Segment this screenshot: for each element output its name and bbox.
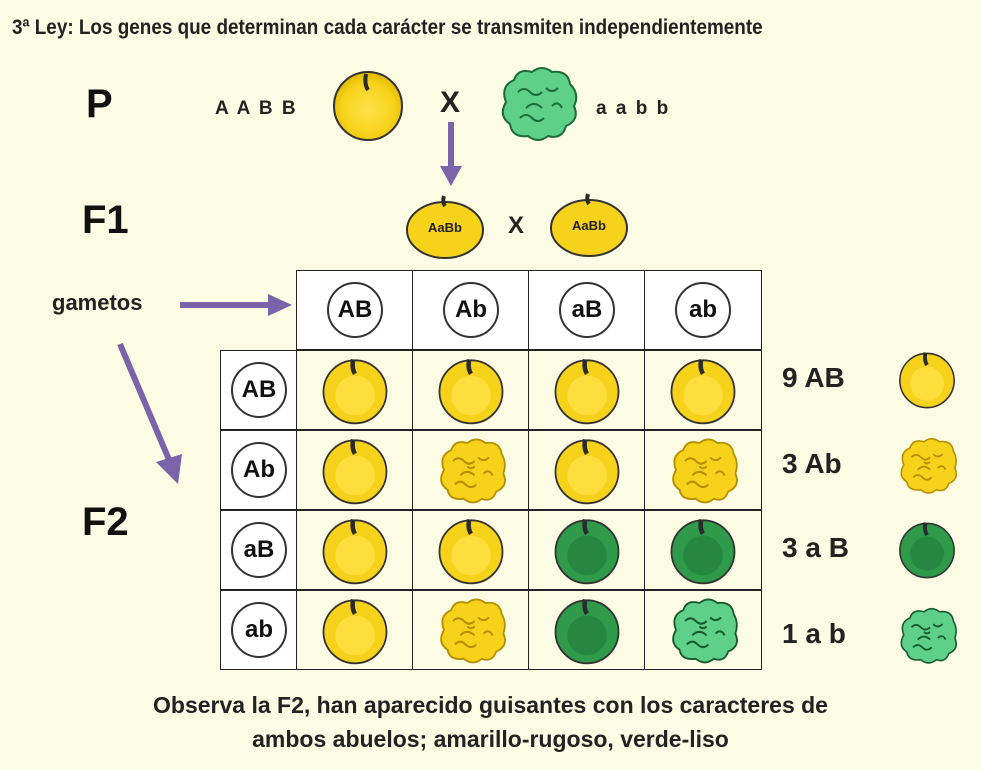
title: 3ª Ley: Los genes que determinan cada ca… bbox=[12, 16, 763, 39]
gamete-label: AB bbox=[231, 362, 287, 418]
punnett-cell bbox=[528, 510, 646, 590]
punnett-cell bbox=[296, 350, 414, 430]
yellow-smooth-pea-p bbox=[333, 71, 403, 141]
p-genotype-left: A A B B bbox=[215, 98, 298, 119]
yellow-wrinkled-pea-icon bbox=[900, 437, 958, 494]
yellow-wrinkled-pea-icon bbox=[440, 438, 506, 504]
ratio-label: 9 AB bbox=[782, 362, 845, 393]
ratio-label: 3 Ab bbox=[782, 448, 842, 479]
arrow-gametes-column bbox=[117, 342, 182, 484]
arrow-gametes-header bbox=[180, 294, 292, 316]
gamete-row-header-cell: ab bbox=[220, 590, 298, 670]
yellow-wrinkled-pea-icon bbox=[440, 598, 506, 664]
green-smooth-pea-icon bbox=[554, 518, 620, 585]
gamete-label: ab bbox=[675, 282, 731, 338]
punnett-cell bbox=[296, 430, 414, 510]
gamete-label: AB bbox=[327, 282, 383, 338]
punnett-cell bbox=[412, 590, 530, 670]
gamete-label: aB bbox=[559, 282, 615, 338]
green-wrinkled-pea-icon bbox=[900, 607, 958, 664]
green-wrinkled-pea-p bbox=[501, 67, 578, 141]
green-wrinkled-pea-icon bbox=[672, 598, 738, 664]
f1-pea-right: AaBb bbox=[548, 190, 630, 260]
yellow-smooth-pea-icon bbox=[438, 358, 504, 425]
yellow-smooth-pea-icon bbox=[554, 438, 620, 505]
punnett-cell bbox=[528, 350, 646, 430]
f1-cross-symbol: X bbox=[508, 212, 525, 239]
gamete-header-cell: AB bbox=[296, 270, 414, 350]
gamete-label: Ab bbox=[443, 282, 499, 338]
p-generation-label: P bbox=[86, 82, 113, 126]
f1-genotype-left: AaBb bbox=[428, 220, 462, 235]
punnett-cell bbox=[296, 510, 414, 590]
punnett-cell bbox=[644, 350, 762, 430]
yellow-smooth-pea-icon bbox=[322, 598, 388, 665]
p-genotype-right: a a b b bbox=[596, 98, 671, 119]
f1-genotype-right: AaBb bbox=[572, 218, 606, 233]
p-cross-symbol: X bbox=[440, 86, 461, 119]
punnett-cell bbox=[644, 590, 762, 670]
green-smooth-pea-icon bbox=[899, 522, 955, 579]
punnett-cell bbox=[412, 350, 530, 430]
yellow-smooth-pea-icon bbox=[554, 358, 620, 425]
f1-pea-left: AaBb bbox=[404, 192, 486, 262]
caption-line-2: ambos abuelos; amarillo-rugoso, verde-li… bbox=[252, 726, 729, 752]
yellow-smooth-pea-icon bbox=[899, 352, 955, 409]
f2-generation-label: F2 bbox=[82, 500, 129, 544]
yellow-smooth-pea-icon bbox=[438, 518, 504, 585]
gamete-label: aB bbox=[231, 522, 287, 578]
gamete-row-header-cell: aB bbox=[220, 510, 298, 590]
yellow-smooth-pea-icon bbox=[322, 438, 388, 505]
ratio-label: 1 a b bbox=[782, 618, 846, 649]
gamete-label: ab bbox=[231, 602, 287, 658]
caption-line-1: Observa la F2, han aparecido guisantes c… bbox=[153, 692, 828, 718]
yellow-smooth-pea-icon bbox=[670, 358, 736, 425]
f1-generation-label: F1 bbox=[82, 198, 129, 242]
yellow-wrinkled-pea-icon bbox=[672, 438, 738, 504]
punnett-cell bbox=[644, 430, 762, 510]
gamete-row-header-cell: Ab bbox=[220, 430, 298, 510]
punnett-cell bbox=[296, 590, 414, 670]
ratio-label: 3 a B bbox=[782, 532, 849, 563]
punnett-cell bbox=[412, 510, 530, 590]
punnett-cell bbox=[528, 430, 646, 510]
green-smooth-pea-icon bbox=[554, 598, 620, 665]
gamete-label: Ab bbox=[231, 442, 287, 498]
gamete-header-cell: aB bbox=[528, 270, 646, 350]
yellow-smooth-pea-icon bbox=[322, 358, 388, 425]
gametes-label: gametos bbox=[52, 290, 143, 315]
punnett-cell bbox=[644, 510, 762, 590]
punnett-cell bbox=[528, 590, 646, 670]
yellow-smooth-pea-icon bbox=[322, 518, 388, 585]
arrow-p-to-f1 bbox=[440, 122, 462, 186]
green-smooth-pea-icon bbox=[670, 518, 736, 585]
gamete-header-cell: Ab bbox=[412, 270, 530, 350]
gamete-header-cell: ab bbox=[644, 270, 762, 350]
gamete-row-header-cell: AB bbox=[220, 350, 298, 430]
punnett-cell bbox=[412, 430, 530, 510]
